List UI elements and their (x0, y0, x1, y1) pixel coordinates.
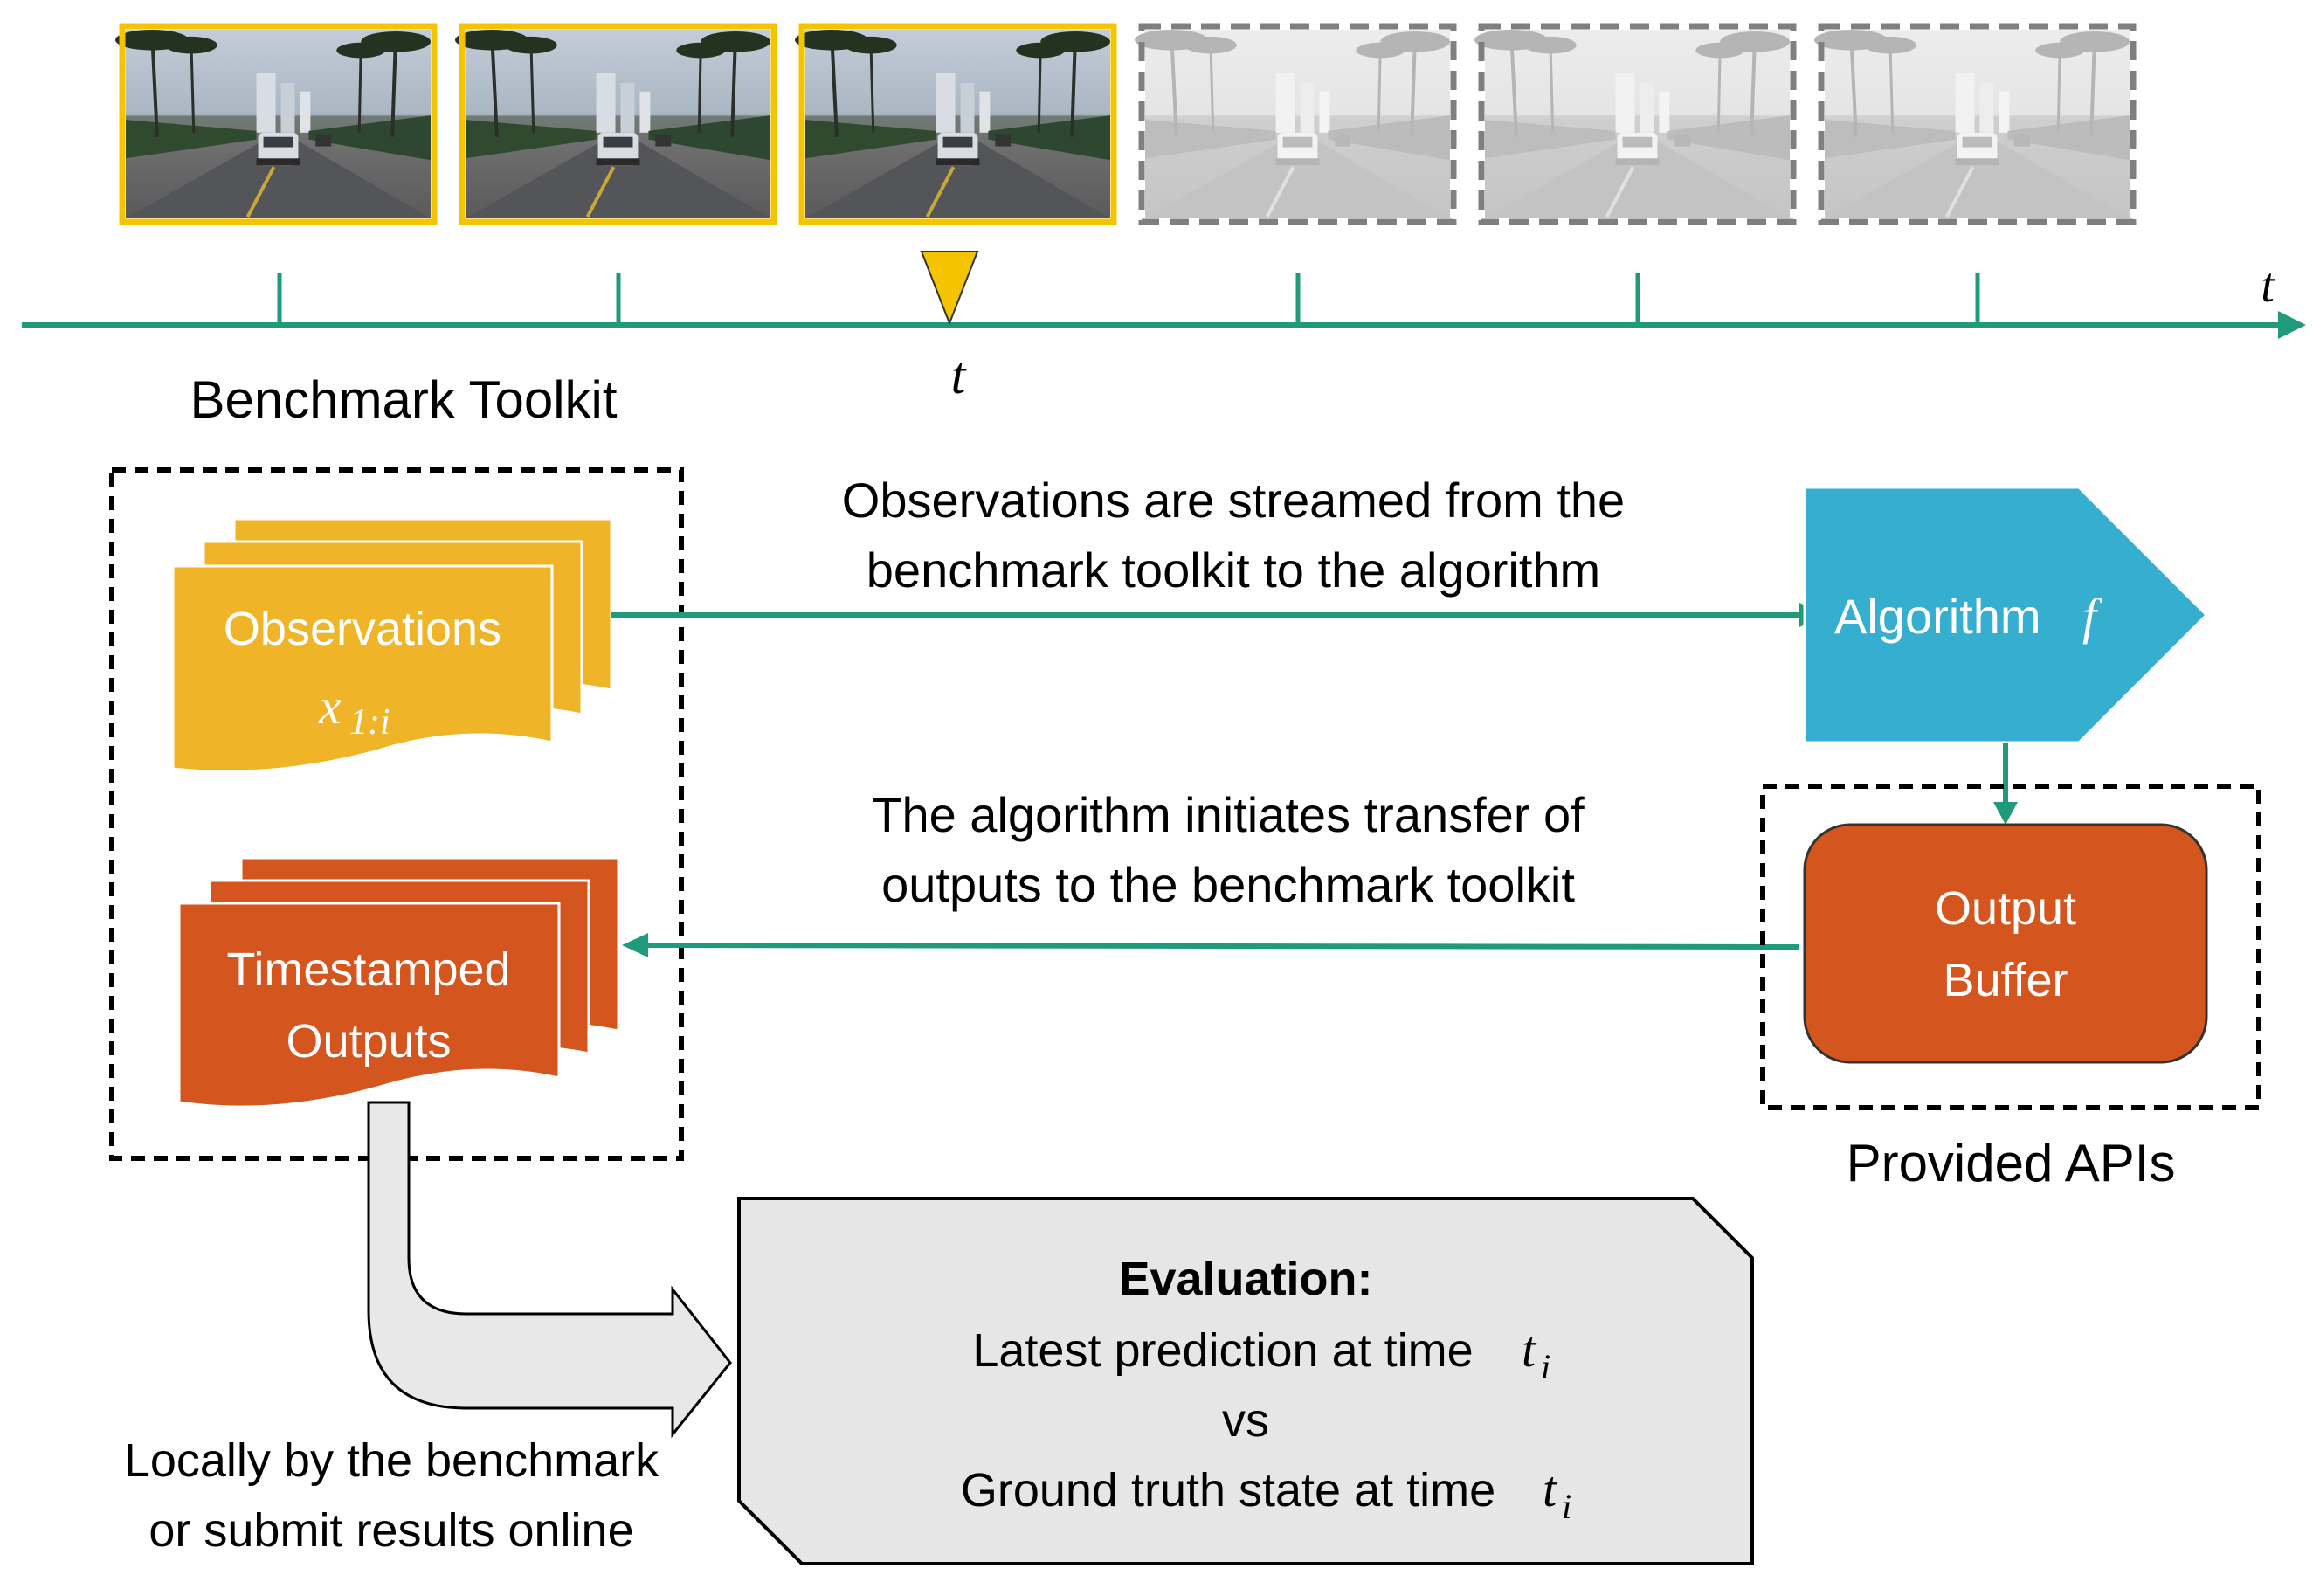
frame-pending (1812, 23, 2137, 225)
evaluation-time-sub: i (1541, 1347, 1550, 1386)
frame-pending (1473, 23, 1797, 225)
evaluation-block (737, 1197, 1754, 1565)
frame-border (459, 23, 777, 225)
submission-line2: or submit results online (148, 1504, 633, 1557)
toolkit-title: Benchmark Toolkit (190, 370, 617, 429)
submission-arrow (367, 1101, 732, 1439)
frame-border (1138, 23, 1457, 225)
buffer-label-line2: Buffer (1943, 954, 2068, 1006)
evaluation-time-var: t (1543, 1461, 1558, 1517)
outputs-transfer-arrowhead (622, 933, 648, 957)
outputs-label-line1: Timestamped (226, 943, 510, 996)
stream-bottom-line2: outputs to the benchmark toolkit (881, 857, 1575, 912)
street-scene-image (1473, 28, 1792, 220)
observations-math-var: x (318, 678, 342, 735)
street-scene-image (453, 28, 772, 220)
buffer-label-line1: Output (1935, 882, 2076, 935)
evaluation-time-sub: i (1562, 1487, 1571, 1526)
observations-stack: Observations x 1:i (171, 517, 613, 773)
submission-line1: Locally by the benchmark (124, 1434, 659, 1487)
evaluation-line1: Latest prediction at time (972, 1324, 1473, 1377)
observations-math-sub: 1:i (349, 702, 390, 743)
frame-received (114, 23, 438, 225)
stream-bottom-line1: The algorithm initiates transfer of (872, 787, 1585, 842)
algorithm-to-buffer-arrowhead (1993, 802, 2018, 825)
toolkit-boundary (109, 467, 684, 1161)
street-scene-image (793, 28, 1112, 220)
output-buffer (1803, 823, 2208, 1064)
frame-border (1818, 23, 2137, 225)
frame-border (798, 23, 1117, 225)
current-time-marker (920, 251, 979, 326)
frame-strip (114, 23, 2137, 225)
axis-arrowhead (2278, 311, 2306, 339)
outputs-transfer-arrow (646, 943, 1800, 950)
street-scene-image (1812, 28, 2131, 220)
stream-top-line2: benchmark toolkit to the algorithm (867, 542, 1600, 598)
stream-top-line1: Observations are streamed from the (842, 473, 1625, 528)
street-scene-image (1133, 28, 1452, 220)
evaluation-heading: Evaluation: (1118, 1253, 1372, 1305)
algorithm-label: Algorithm (1834, 589, 2041, 644)
axis-symbol: t (2261, 259, 2275, 313)
outputs-label-line2: Outputs (286, 1015, 451, 1067)
frame-border (1478, 23, 1797, 225)
outputs-stack: Timestamped Outputs (177, 856, 620, 1109)
street-scene-image (114, 28, 432, 220)
frame-received (793, 23, 1117, 225)
frame-received (453, 23, 777, 225)
frame-pending (1133, 23, 1457, 225)
evaluation-line3: Ground truth state at time (961, 1464, 1495, 1517)
observations-label: Observations (224, 603, 501, 655)
current-time-label: t (951, 347, 967, 404)
time-axis: t t (22, 251, 2306, 404)
evaluation-vs: vs (1222, 1394, 1269, 1447)
frame-border (119, 23, 438, 225)
algorithm-block: Algorithm f (1803, 486, 2209, 744)
evaluation-time-var: t (1522, 1321, 1537, 1378)
apis-title: Provided APIs (1847, 1134, 2176, 1192)
